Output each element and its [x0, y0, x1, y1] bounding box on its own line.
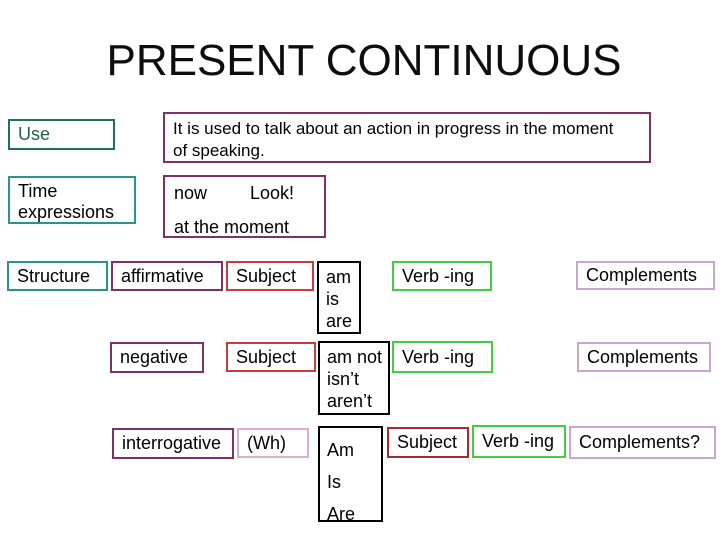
row-affirmative-complements: Complements	[576, 261, 715, 290]
aux-form: Is	[327, 472, 342, 492]
row-negative-complements: Complements	[577, 342, 711, 372]
row-affirmative-aux-box: am is are	[317, 261, 361, 334]
aux-form: isn’t	[327, 369, 360, 389]
row-affirmative-verb: Verb -ing	[392, 261, 492, 291]
use-label: Use	[18, 124, 51, 144]
row-affirmative-subject: Subject	[226, 261, 314, 291]
time-expressions-box: Time expressions	[8, 176, 136, 224]
row-type-label: affirmative	[121, 265, 204, 286]
subject-label: Subject	[236, 265, 297, 286]
row-type-label: interrogative	[122, 433, 222, 453]
wh-label: (Wh)	[247, 432, 286, 453]
aux-form: am	[326, 267, 352, 287]
verb-ing-label: Verb -ing	[402, 346, 475, 367]
time-examples-box: now Look! at the moment	[163, 175, 326, 238]
slide-title: PRESENT CONTINUOUS	[106, 36, 622, 85]
verb-ing-label: Verb -ing	[482, 431, 555, 451]
row-negative-aux-box: am not isn’t aren’t	[318, 341, 390, 415]
row-interrogative-verb: Verb -ing	[472, 425, 566, 458]
subject-label: Subject	[397, 432, 458, 452]
time-examples-line-1: now Look!	[174, 182, 324, 204]
use-box: Use	[8, 119, 115, 150]
aux-form: aren’t	[327, 391, 373, 411]
row-negative-type: negative	[110, 342, 204, 373]
example-now: now	[174, 183, 208, 203]
aux-form: Am	[327, 440, 354, 460]
aux-form: Are	[327, 504, 356, 524]
complements-label: Complements?	[579, 432, 701, 452]
time-expressions-label: Time expressions	[18, 181, 115, 222]
aux-form: is	[326, 289, 339, 309]
usage-description-box: It is used to talk about an action in pr…	[163, 112, 651, 163]
complements-label: Complements	[587, 346, 699, 367]
complements-label: Complements	[586, 265, 698, 285]
row-interrogative-wh: (Wh)	[237, 428, 309, 458]
row-interrogative-aux-box: Am Is Are	[318, 426, 383, 524]
usage-line-1: It is used to talk about an action in pr…	[173, 119, 614, 138]
aux-form: am not	[327, 347, 383, 367]
usage-line-2: of speaking.	[173, 141, 265, 160]
row-negative-subject: Subject	[226, 342, 316, 372]
verb-ing-label: Verb -ing	[402, 265, 475, 286]
structure-box: Structure	[7, 261, 108, 291]
structure-label: Structure	[17, 265, 91, 286]
row-interrogative-complements: Complements?	[569, 426, 716, 459]
row-interrogative-subject: Subject	[387, 427, 469, 458]
aux-form: are	[326, 311, 353, 331]
example-look: Look!	[250, 183, 295, 203]
row-negative-verb: Verb -ing	[392, 341, 493, 373]
subject-label: Subject	[236, 346, 297, 367]
row-type-label: negative	[120, 347, 189, 367]
example-at-the-moment: at the moment	[174, 217, 290, 237]
row-affirmative-type: affirmative	[111, 261, 223, 291]
row-interrogative-type: interrogative	[112, 428, 234, 459]
